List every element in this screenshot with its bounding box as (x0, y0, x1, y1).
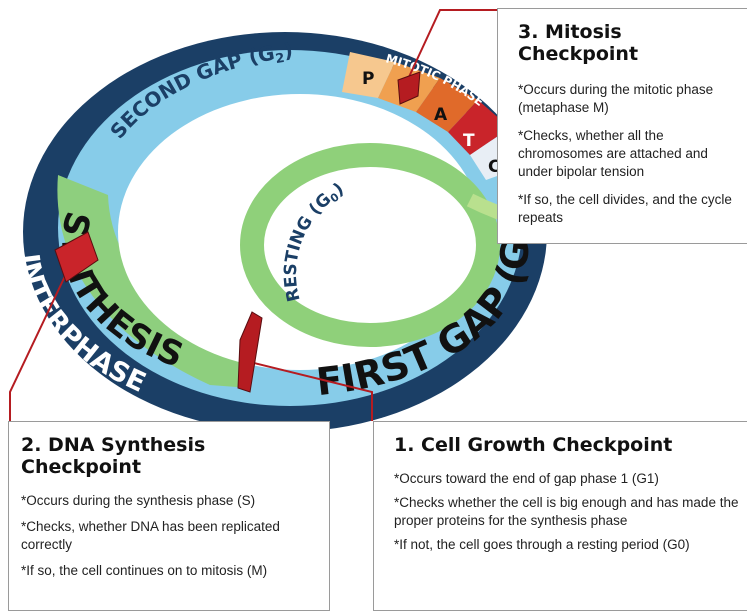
mitosis-checkpoint-line: *Checks, whether all the chromosomes are… (518, 128, 708, 179)
mitotic-segment-t (448, 100, 510, 155)
mitotic-segment-p (342, 52, 395, 98)
dna-synthesis-checkpoint-line: *Occurs during the synthesis phase (S) (21, 493, 256, 508)
growth-checkpoint-marker (237, 311, 263, 393)
mitosis-letter-t: T (463, 131, 475, 151)
mitosis-checkpoint-line: *If so, the cell divides, and the cycle … (518, 192, 732, 225)
mitosis-checkpoint-line: *Occurs during the mitotic phase (metaph… (518, 82, 714, 115)
cell-growth-checkpoint-line: *Occurs toward the end of gap phase 1 (G… (394, 471, 659, 486)
mitosis-leader-line (401, 9, 497, 93)
mitotic-segment-a (416, 78, 478, 132)
mitosis-letter-p: P (362, 69, 374, 89)
mitosis-checkpoint-marker (397, 71, 421, 105)
dna-synthesis-checkpoint-line: *Checks, whether DNA has been replicated… (21, 519, 280, 552)
cell-growth-checkpoint-box: 1. Cell Growth Checkpoint *Occurs toward… (373, 421, 747, 611)
cell-growth-checkpoint-title: 1. Cell Growth Checkpoint (394, 434, 673, 456)
synthesis-checkpoint-marker (54, 231, 99, 283)
mitosis-letter-a: A (434, 105, 448, 125)
dna-synthesis-checkpoint-box: 2. DNA Synthesis Checkpoint *Occurs duri… (8, 421, 330, 611)
dna-synthesis-checkpoint-line: *If so, the cell continues on to mitosis… (21, 563, 268, 578)
resting-ring (240, 143, 500, 347)
mitosis-checkpoint-title: 3. Mitosis Checkpoint (518, 21, 639, 65)
growth-leader-line (249, 361, 373, 421)
cell-growth-checkpoint-line: *Checks whether the cell is big enough a… (394, 495, 739, 528)
synthesis-leader-line (9, 254, 76, 421)
mitosis-checkpoint-box: 3. Mitosis Checkpoint *Occurs during the… (497, 8, 747, 244)
cell-growth-checkpoint-line: *If not, the cell goes through a resting… (394, 537, 690, 552)
dna-synthesis-checkpoint-title: 2. DNA Synthesis Checkpoint (21, 434, 206, 478)
